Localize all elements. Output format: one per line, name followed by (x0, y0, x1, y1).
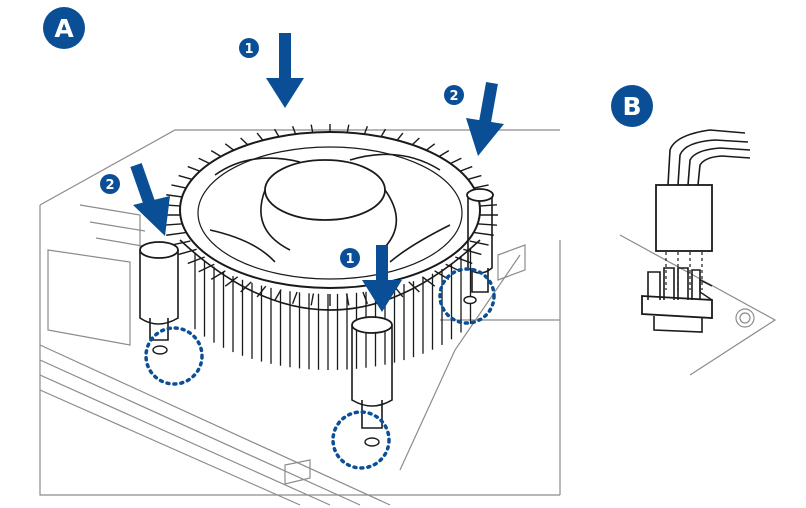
panel-b-badge: B (611, 85, 653, 127)
svg-text:1: 1 (345, 252, 354, 267)
step-2-badge-left: 2 (100, 174, 120, 194)
panel-b: B (611, 85, 777, 376)
arrow-step-2-left (130, 163, 170, 236)
mount-hole-right-marker (438, 267, 496, 325)
push-pin-center (351, 316, 393, 447)
svg-text:2: 2 (105, 178, 114, 193)
step-1-badge-center: 1 (340, 248, 360, 268)
arrow-step-1-top (266, 33, 304, 108)
alignment-guides (665, 252, 703, 290)
push-pin-left (139, 241, 179, 355)
fan-cable-wires (667, 129, 751, 186)
arrow-step-2-right (466, 81, 504, 156)
svg-text:B: B (622, 92, 641, 121)
motherboard (39, 129, 561, 506)
arrow-step-1-center (362, 245, 402, 312)
cooler-fan (179, 131, 481, 289)
mount-hole-left-marker (144, 326, 204, 386)
step-1-badge-top: 1 (239, 38, 259, 58)
svg-text:1: 1 (244, 42, 253, 57)
mount-hole-center-marker (331, 410, 391, 470)
step-2-badge-right: 2 (444, 85, 464, 105)
panel-a: 1 1 2 2 A (39, 7, 561, 506)
svg-text:A: A (54, 14, 74, 43)
board-corner (619, 234, 777, 376)
cpu-fan-header (641, 267, 713, 333)
fan-connector-plug (655, 184, 713, 252)
svg-text:2: 2 (449, 89, 458, 104)
panel-a-badge: A (43, 7, 85, 49)
